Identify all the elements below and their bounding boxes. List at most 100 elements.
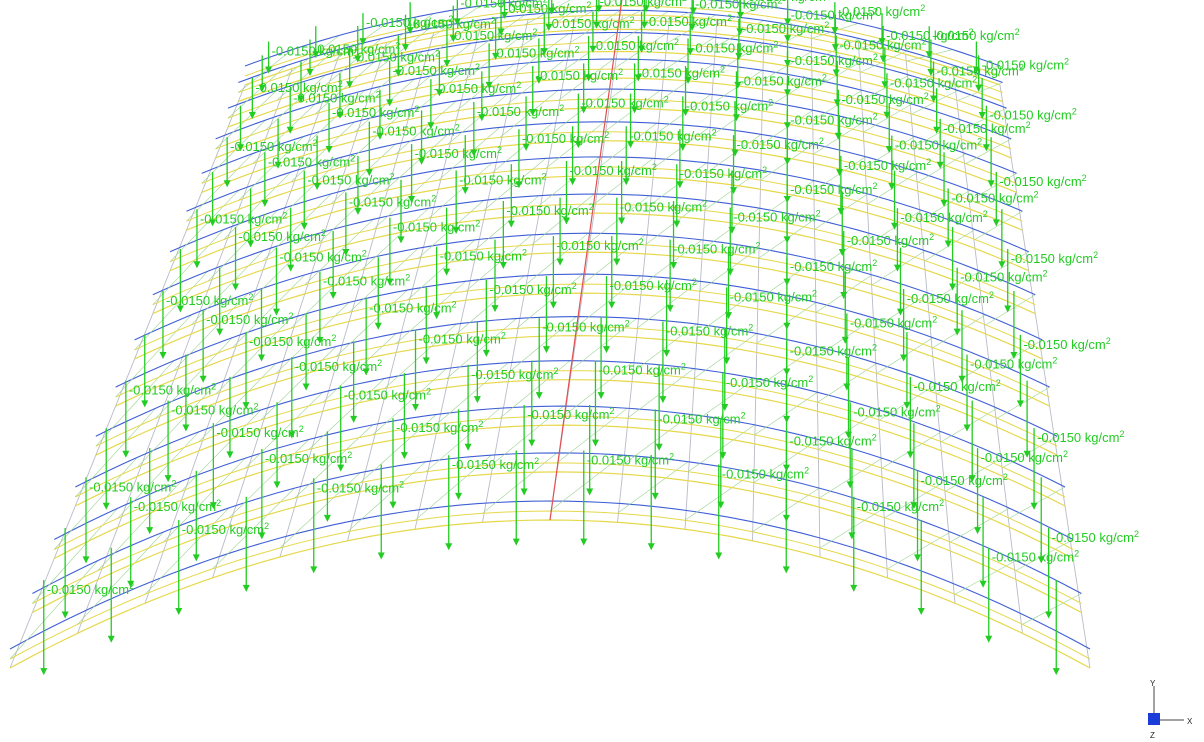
arch-chord-member — [244, 5, 1001, 77]
load-arrowhead — [192, 554, 200, 562]
load-label: -0.0150 kg/cm2 — [790, 181, 877, 197]
load-arrowhead — [688, 23, 696, 31]
arch-chord-member — [201, 107, 1017, 193]
load-arrowhead — [784, 18, 792, 26]
load-arrowhead — [520, 488, 528, 496]
load-arrowhead — [272, 308, 280, 316]
load-label: -0.0150 kg/cm2 — [471, 366, 558, 382]
arch-chord-member — [169, 156, 1029, 253]
load-label: -0.0150 kg/cm2 — [415, 145, 502, 161]
load-label: -0.0150 kg/cm2 — [182, 521, 269, 537]
load-arrowhead — [286, 126, 294, 134]
load-arrowhead — [236, 144, 244, 152]
load-label: -0.0150 kg/cm2 — [129, 382, 216, 398]
load-label: -0.0150 kg/cm2 — [743, 0, 830, 4]
load-arrowhead — [883, 111, 891, 119]
load-arrowhead — [482, 349, 490, 357]
load-arrowhead — [258, 354, 266, 362]
load-label: -0.0150 kg/cm2 — [1052, 529, 1139, 545]
load-arrowhead — [478, 114, 486, 122]
load-arrowhead — [979, 580, 987, 588]
load-arrowhead — [896, 308, 904, 316]
ridge-member — [549, 0, 623, 521]
load-arrowhead — [682, 109, 690, 117]
load-arrowhead — [840, 291, 848, 299]
load-arrowhead — [329, 291, 337, 299]
load-label: -0.0150 kg/cm2 — [372, 123, 459, 139]
load-arrowhead — [408, 196, 416, 204]
load-arrowhead — [515, 181, 523, 189]
arch-chord-member — [169, 175, 1029, 272]
load-label: -0.0150 kg/cm2 — [890, 74, 977, 90]
load-arrowhead — [427, 122, 435, 130]
load-arrowhead — [223, 180, 231, 188]
load-arrowhead — [613, 258, 621, 266]
load-arrowhead — [176, 305, 184, 313]
load-label: -0.0150 kg/cm2 — [249, 333, 336, 349]
load-arrowhead — [783, 236, 791, 244]
load-arrowhead — [374, 322, 382, 330]
load-arrowhead — [107, 635, 115, 643]
arch-chord-member — [227, 50, 1007, 128]
load-arrowhead — [418, 157, 426, 165]
load-arrowhead — [715, 552, 723, 560]
load-arrowhead — [464, 443, 472, 451]
load-arrowhead — [164, 475, 172, 483]
load-label: -0.0150 kg/cm2 — [440, 248, 527, 264]
load-arrowhead — [346, 81, 354, 89]
load-arrowhead — [833, 99, 841, 107]
load-arrowhead — [927, 68, 935, 76]
load-arrowhead — [146, 527, 154, 535]
load-label: -0.0150 kg/cm2 — [790, 342, 877, 358]
load-arrowhead — [209, 502, 217, 510]
load-arrowhead — [412, 404, 420, 412]
load-arrowhead — [242, 584, 250, 592]
load-arrowhead — [193, 261, 201, 269]
load-label: -0.0150 kg/cm2 — [166, 292, 253, 308]
load-arrowhead — [732, 114, 740, 122]
load-arrowhead — [734, 81, 742, 89]
load-arrowhead — [540, 48, 548, 56]
load-arrowhead — [985, 635, 993, 643]
load-label: -0.0150 kg/cm2 — [452, 456, 539, 472]
load-arrowhead — [689, 7, 697, 15]
arch-chord-member — [244, 0, 1001, 67]
load-label: -0.0150 kg/cm2 — [857, 498, 944, 514]
load-arrowhead — [591, 439, 599, 447]
load-label: -0.0150 kg/cm2 — [255, 79, 342, 95]
load-label: -0.0150 kg/cm2 — [598, 362, 685, 378]
load-arrowhead — [992, 219, 1000, 227]
load-arrowhead — [445, 543, 453, 551]
load-arrowhead — [670, 261, 678, 269]
load-label: -0.0150 kg/cm2 — [1023, 336, 1110, 352]
load-arrowhead — [501, 11, 509, 19]
load-arrowhead — [261, 199, 269, 207]
load-label: -0.0150 kg/cm2 — [489, 281, 576, 297]
load-label: -0.0150 kg/cm2 — [722, 465, 809, 481]
load-arrowhead — [82, 556, 90, 564]
load-label: -0.0150 kg/cm2 — [739, 72, 826, 88]
arch-chord-member — [244, 14, 1001, 86]
area-load-arrows — [40, 0, 1060, 676]
load-arrowhead — [1004, 305, 1012, 313]
arch-chord-member — [115, 273, 1050, 388]
load-arrowhead — [940, 199, 948, 207]
load-arrowhead — [730, 187, 738, 195]
load-arrowhead — [473, 396, 481, 404]
load-arrowhead — [679, 143, 687, 151]
load-label: -0.0150 kg/cm2 — [279, 249, 366, 265]
load-label: -0.0150 kg/cm2 — [853, 403, 940, 419]
load-arrowhead — [556, 258, 564, 266]
load-arrowhead — [453, 18, 461, 26]
load-label: -0.0150 kg/cm2 — [47, 581, 134, 597]
load-arrowhead — [287, 264, 295, 272]
load-arrowhead — [122, 450, 130, 458]
load-arrowhead — [891, 222, 899, 230]
load-arrowhead — [593, 21, 601, 29]
load-arrowhead — [265, 66, 273, 74]
load-label: -0.0150 kg/cm2 — [522, 130, 609, 146]
load-arrowhead — [736, 11, 744, 19]
load-arrowhead — [529, 109, 537, 117]
load-arrowhead — [844, 431, 852, 439]
